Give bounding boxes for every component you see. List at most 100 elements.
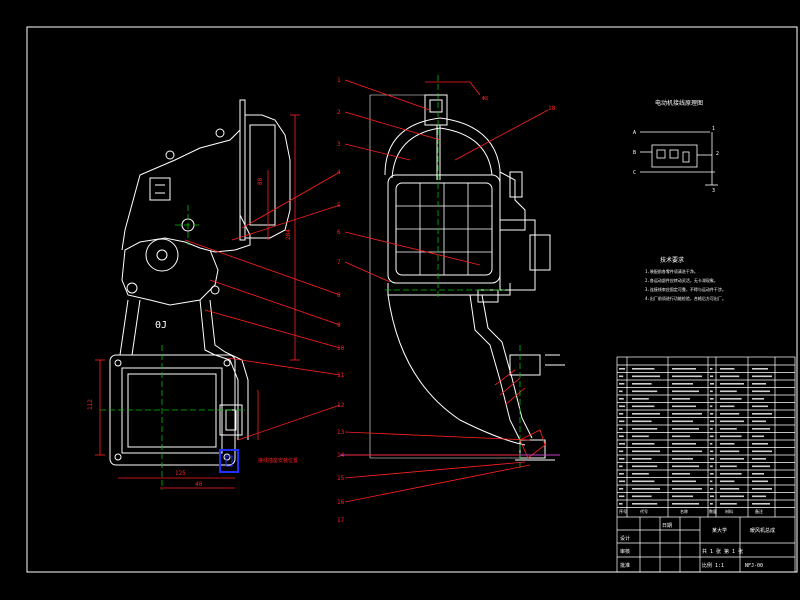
- bom-cell-mark: [632, 480, 655, 483]
- bom-cell-mark: [752, 383, 766, 385]
- bom-cell-mark: [619, 488, 624, 490]
- bom-cell-mark: [632, 495, 652, 498]
- bom-cell-mark: [720, 435, 742, 438]
- bom-cell-mark: [710, 488, 714, 490]
- bom-cell-mark: [619, 398, 624, 400]
- bom-cell-mark: [720, 465, 737, 468]
- bom-cell-mark: [752, 458, 766, 460]
- bom-cell-mark: [672, 420, 693, 423]
- bom-cell-mark: [710, 495, 714, 498]
- bom-cell-mark: [752, 503, 770, 505]
- bom-cell-mark: [720, 503, 737, 505]
- left-center-lines: [100, 205, 245, 490]
- callout-number: 12: [337, 402, 345, 409]
- bom-cell-mark: [632, 398, 649, 400]
- bom-cell-mark: [720, 413, 740, 415]
- svg-text:40: 40: [195, 481, 203, 488]
- callout-number: 13: [337, 429, 345, 436]
- bom-cell-mark: [619, 480, 625, 483]
- bom-cell-mark: [672, 368, 696, 370]
- date-label: 日期: [662, 523, 672, 529]
- svg-text:2: 2: [716, 151, 719, 157]
- svg-text:名称: 名称: [680, 508, 688, 514]
- bom-cell-mark: [672, 383, 693, 385]
- bom-cell-mark: [710, 480, 713, 483]
- connector-socket: [219, 449, 239, 473]
- bom-cell-mark: [619, 473, 624, 475]
- bom-cell-mark: [720, 480, 735, 483]
- bom-cell-mark: [632, 435, 649, 438]
- bom-cell-mark: [632, 450, 660, 453]
- tech-req-title: 技术要求: [660, 256, 684, 264]
- callout-number: 7: [337, 259, 341, 266]
- extension-lines: [369, 94, 520, 459]
- bom-cell-mark: [632, 458, 652, 460]
- callout-number: 15: [337, 475, 345, 482]
- bom-cell-mark: [632, 413, 660, 415]
- bom-cell-mark: [632, 443, 655, 445]
- svg-text:B: B: [633, 150, 636, 156]
- bom-cell-mark: [619, 405, 625, 408]
- bom-cell-mark: [672, 398, 690, 400]
- check-label: 审核: [620, 548, 630, 555]
- bom-cell-mark: [672, 473, 690, 475]
- right-arm-hatch: [494, 369, 546, 459]
- bom-cell-mark: [619, 443, 625, 445]
- bom-cell-mark: [632, 473, 649, 475]
- bom-cell-mark: [619, 420, 625, 423]
- bom-cell-mark: [632, 420, 652, 423]
- bom-cell-mark: [752, 428, 770, 430]
- svg-text:A: A: [633, 130, 636, 136]
- bom-cell-mark: [619, 465, 623, 468]
- svg-text:284: 284: [285, 229, 292, 240]
- bom-cell-mark: [632, 368, 655, 370]
- bom-cell-mark: [752, 420, 766, 423]
- drawing-name: 暖风机总成: [750, 527, 775, 534]
- svg-text:80: 80: [257, 177, 264, 185]
- svg-text:4.出厂前须进行功能检验，合格后方可出厂。: 4.出厂前须进行功能检验，合格后方可出厂。: [645, 295, 726, 301]
- bom-cell-mark: [619, 413, 624, 415]
- svg-text:3.连接线束应固定可靠，不得与运动件干涉。: 3.连接线束应固定可靠，不得与运动件干涉。: [645, 286, 726, 292]
- bom-cell-mark: [752, 495, 766, 498]
- svg-text:112: 112: [87, 399, 94, 410]
- bom-cell-mark: [632, 405, 655, 408]
- callout-top-right: 18: [548, 105, 556, 112]
- top-dim-label: Φ8: [482, 96, 488, 102]
- bom-cell-mark: [720, 375, 740, 378]
- bom-cell-mark: [752, 465, 770, 468]
- bom-cell-mark: [632, 390, 658, 393]
- svg-text:2.各运动部件应转动灵活，无卡滞现象。: 2.各运动部件应转动灵活，无卡滞现象。: [645, 277, 718, 283]
- wiring-title: 电动机接线原理图: [655, 99, 703, 107]
- bom-cell-mark: [710, 458, 714, 460]
- bom-cell-mark: [619, 495, 625, 498]
- bom-cell-mark: [632, 383, 652, 385]
- bom-cell-mark: [710, 420, 714, 423]
- callout-number: 17: [337, 517, 345, 524]
- bom-cell-mark: [672, 465, 699, 468]
- bom-cell-mark: [619, 383, 625, 385]
- bom-cell-mark: [752, 435, 764, 438]
- bom-cell-mark: [710, 428, 713, 430]
- bom-header: 序号 代号 名称 数量 材料 备注: [619, 508, 763, 514]
- bom-cell-mark: [710, 405, 713, 408]
- bom-cell-mark: [672, 443, 696, 445]
- bom-cell-mark: [720, 368, 735, 370]
- bom-cell-marks: [619, 368, 772, 505]
- svg-text:数量: 数量: [709, 508, 717, 514]
- bom-cell-mark: [672, 413, 702, 415]
- bom-cell-mark: [710, 503, 713, 505]
- bom-cell-mark: [632, 428, 658, 430]
- top-dimension: [425, 81, 481, 96]
- bom-cell-mark: [752, 375, 772, 378]
- svg-text:125: 125: [175, 470, 186, 477]
- bom-cell-mark: [710, 435, 714, 438]
- drawing-border: [26, 26, 798, 573]
- bom-cell-mark: [710, 368, 713, 370]
- svg-text:序号: 序号: [619, 508, 627, 514]
- bom-cell-mark: [672, 405, 696, 408]
- bom-cell-mark: [619, 450, 624, 453]
- svg-text:代号: 代号: [640, 508, 648, 514]
- bom-cell-mark: [710, 413, 714, 415]
- callout-number: 16: [337, 499, 345, 506]
